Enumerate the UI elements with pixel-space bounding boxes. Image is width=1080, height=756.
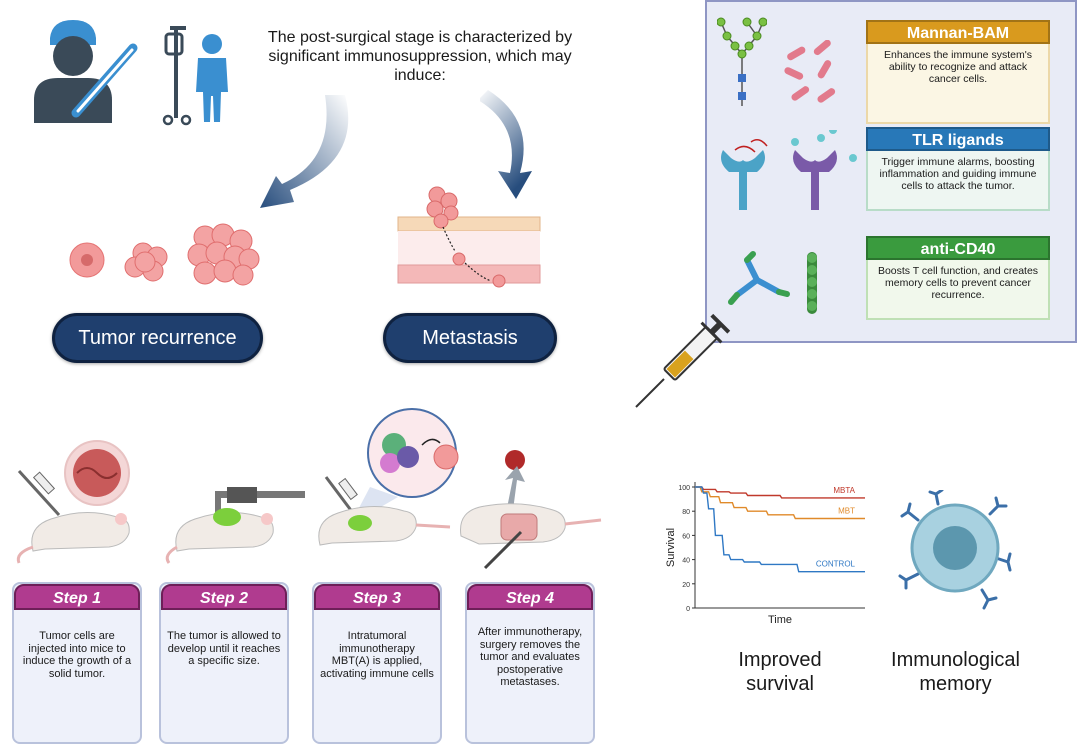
step-title-2: Step 2 (161, 584, 287, 610)
step-text-2: The tumor is allowed to develop until it… (167, 630, 281, 667)
mouse-step3-icon (318, 408, 459, 546)
arrow-to-metastasis-icon (480, 90, 532, 199)
arrow-to-recurrence-icon (260, 95, 349, 208)
step-title-3: Step 3 (314, 584, 440, 610)
series-label-mbta: MBTA (833, 486, 855, 495)
y-tick-label: 80 (682, 509, 690, 516)
y-tick-label: 60 (682, 533, 690, 540)
y-tick-label: 40 (682, 558, 690, 565)
agent-desc-mannan-bam: Enhances the immune system's ability to … (866, 44, 1050, 124)
agent-card-anti-cd40: anti-CD40 Boosts T cell function, and cr… (866, 236, 1050, 320)
intro-text: The post-surgical stage is characterized… (267, 29, 573, 84)
tumor-recurrence-badge: Tumor recurrence (52, 313, 263, 363)
step-text-4: After immunotherapy, surgery removes the… (477, 626, 583, 688)
step-card-1: Step 1 Tumor cells are injected into mic… (12, 582, 142, 744)
agent-title-mannan-bam: Mannan-BAM (866, 20, 1050, 44)
tumor-cluster-icon (69, 223, 260, 286)
mouse-step4-icon (460, 450, 602, 570)
immunological-memory-label: Immunological memory (891, 649, 1020, 695)
step-text-1: Tumor cells are injected into mice to in… (22, 630, 132, 680)
memory-cell-icon (898, 490, 1012, 610)
mouse-step2-icon (165, 487, 305, 564)
step-card-2: Step 2 The tumor is allowed to develop u… (159, 582, 289, 744)
surgeon-icon (34, 20, 138, 123)
agent-title-anti-cd40: anti-CD40 (866, 236, 1050, 260)
series-line-mbt (695, 486, 865, 520)
agent-card-tlr-ligands: TLR ligands Trigger immune alarms, boost… (866, 127, 1050, 211)
mannan-glycan-icon (717, 17, 767, 106)
x-axis-label: Time (768, 614, 792, 626)
step-text-3: Intratumoral immunotherapy MBT(A) is app… (320, 630, 434, 680)
bacteria-icon (784, 40, 836, 103)
step-title-1: Step 1 (14, 584, 140, 610)
y-axis-label: Survival (665, 528, 677, 567)
series-label-mbt: MBT (838, 506, 855, 515)
series-line-control (695, 486, 865, 573)
antibody-icon (728, 251, 817, 314)
agent-title-tlr-ligands: TLR ligands (866, 127, 1050, 151)
y-tick-label: 0 (686, 606, 690, 613)
y-tick-label: 100 (678, 485, 690, 492)
step-title-4: Step 4 (467, 584, 593, 610)
agent-desc-anti-cd40: Boosts T cell function, and creates memo… (866, 260, 1050, 320)
mouse-step1-icon (16, 440, 130, 564)
metastasis-badge: Metastasis (383, 313, 557, 363)
tlr-receptor-icon (721, 130, 857, 210)
series-line-mbta (695, 486, 865, 499)
blood-vessel-icon (397, 186, 541, 288)
agent-card-mannan-bam: Mannan-BAM Enhances the immune system's … (866, 20, 1050, 124)
step-card-4: Step 4 After immunotherapy, surgery remo… (465, 582, 595, 744)
improved-survival-label: Improved survival (738, 649, 822, 695)
series-label-control: CONTROL (816, 560, 856, 569)
patient-iv-icon (162, 26, 228, 126)
syringe-icon (635, 313, 731, 408)
agent-desc-tlr-ligands: Trigger immune alarms, boosting inflamma… (866, 151, 1050, 211)
step-card-3: Step 3 Intratumoral immunotherapy MBT(A)… (312, 582, 442, 744)
y-tick-label: 20 (682, 582, 690, 589)
